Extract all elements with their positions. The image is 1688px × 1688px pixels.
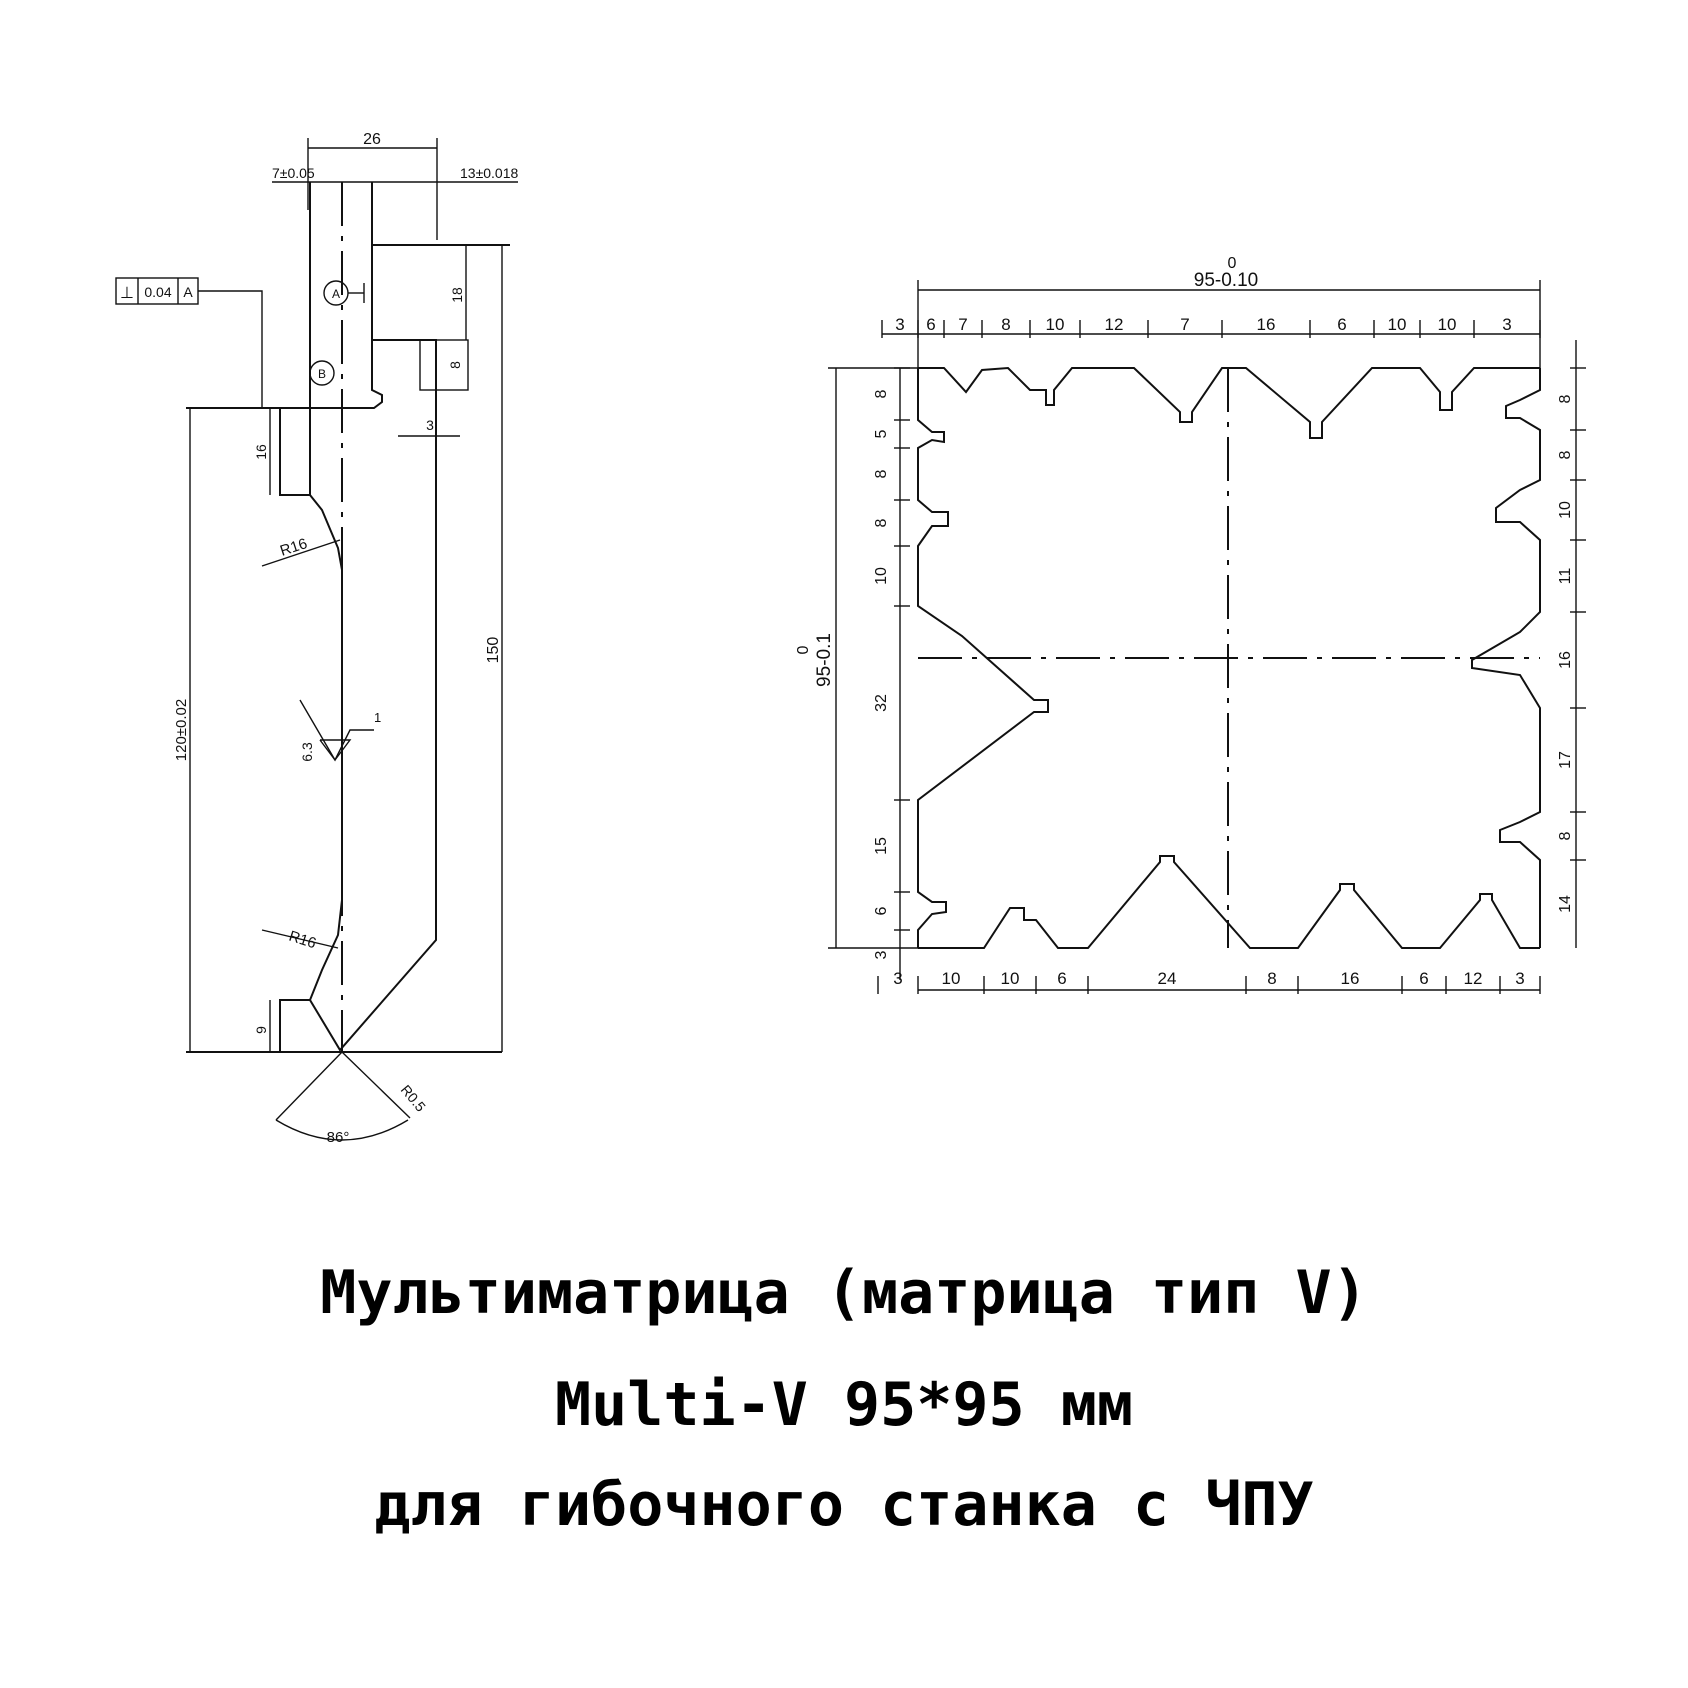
dim-label: 10 bbox=[1438, 315, 1457, 334]
dim-label: 7 bbox=[958, 315, 967, 334]
dim-label: 12 bbox=[1464, 969, 1483, 988]
dim-label: 3 bbox=[1502, 315, 1511, 334]
dim-label: 10 bbox=[1388, 315, 1407, 334]
roughness-symbol bbox=[319, 739, 352, 762]
left-dimensions: 8 5 8 8 10 32 15 6 3 bbox=[873, 367, 910, 959]
dim-label: 8 bbox=[1557, 450, 1574, 459]
dim-8: 8 bbox=[447, 361, 463, 369]
dim-label: 5 bbox=[873, 429, 890, 438]
multi-v-outline bbox=[918, 366, 1540, 439]
dim-label: 8 bbox=[1557, 831, 1574, 840]
dim-label: 7 bbox=[1180, 315, 1189, 334]
bottom-dimensions: 3 10 10 6 24 8 16 6 12 3 bbox=[877, 969, 1541, 994]
angle: 86° bbox=[327, 1129, 350, 1146]
roughness-n: 1 bbox=[374, 710, 381, 725]
tol-left: 7±0.05 bbox=[272, 165, 315, 181]
dim-label: 6 bbox=[1337, 315, 1346, 334]
caption-model: Multi-V 95*95 мм bbox=[555, 1370, 1133, 1440]
dim-label: 8 bbox=[1267, 969, 1276, 988]
dim-label: 3 bbox=[1515, 969, 1524, 988]
top-dimensions: 3 6 7 8 10 12 7 16 6 10 10 3 bbox=[881, 315, 1541, 338]
caption-title: Мультиматрица (матрица тип V) bbox=[320, 1258, 1368, 1328]
overall-left-upper: 0 bbox=[795, 645, 812, 654]
dim-label: 11 bbox=[1557, 568, 1574, 585]
dim-label: 12 bbox=[1105, 315, 1124, 334]
dim-label: 10 bbox=[873, 567, 890, 585]
caption-purpose: для гибочного станка с ЧПУ bbox=[374, 1470, 1314, 1540]
dim-9: 9 bbox=[253, 1026, 269, 1034]
dim-label: 8 bbox=[873, 469, 890, 478]
dim-3: 3 bbox=[426, 417, 434, 433]
overall-top-upper: 0 bbox=[1228, 255, 1237, 272]
dim-label: 6 bbox=[1057, 969, 1066, 988]
dim-label: 10 bbox=[1001, 969, 1020, 988]
dim-label: 8 bbox=[873, 389, 890, 398]
dim-label: 8 bbox=[1557, 394, 1574, 403]
right-dimensions: 8 8 10 11 16 17 8 14 bbox=[1557, 367, 1586, 913]
dim-label: 8 bbox=[1001, 315, 1010, 334]
datum-b-circle bbox=[309, 360, 335, 386]
overall-left: 95-0.1 bbox=[814, 633, 835, 687]
dim-label: 16 bbox=[1257, 315, 1276, 334]
perp-value: 0.04 bbox=[144, 284, 171, 300]
dim-total-height: 150 bbox=[485, 637, 502, 664]
roughness-value: 6.3 bbox=[299, 742, 315, 762]
dim-18: 18 bbox=[449, 287, 465, 303]
dim-label: 16 bbox=[1341, 969, 1360, 988]
dim-label: 10 bbox=[1557, 501, 1574, 519]
dim-label: 15 bbox=[873, 837, 890, 855]
dim-label: 10 bbox=[942, 969, 961, 988]
dim-label: 32 bbox=[873, 694, 890, 712]
tol-right: 13±0.018 bbox=[460, 165, 519, 181]
dim-label: 10 bbox=[1046, 315, 1065, 334]
dim-label: 3 bbox=[873, 950, 890, 959]
dim-label: 8 bbox=[873, 518, 890, 527]
profile-side-view: 26 7±0.05 13±0.018 ⊥ 0.04 A A B 18 bbox=[115, 131, 519, 1146]
dim-label: 6 bbox=[873, 906, 890, 915]
radius-top: R16 bbox=[278, 535, 309, 560]
dim-label: 16 bbox=[1557, 651, 1574, 669]
overall-top: 95-0.10 bbox=[1194, 270, 1258, 291]
dim-label: 6 bbox=[926, 315, 935, 334]
dim-label: 24 bbox=[1158, 969, 1177, 988]
dim-label: 3 bbox=[895, 315, 904, 334]
dim-top-width: 26 bbox=[363, 131, 381, 148]
dim-label: 3 bbox=[893, 969, 902, 988]
profile-outline bbox=[308, 182, 510, 1052]
dim-label: 14 bbox=[1557, 895, 1574, 913]
datum-b: B bbox=[318, 367, 326, 381]
perp-datum: A bbox=[183, 284, 193, 300]
dim-label: 6 bbox=[1419, 969, 1428, 988]
dim-height-tol: 120±0.02 bbox=[173, 699, 190, 761]
radius-bottom: R16 bbox=[287, 928, 318, 953]
dim-label: 17 bbox=[1557, 751, 1574, 769]
datum-a: A bbox=[332, 287, 340, 301]
perp-symbol: ⊥ bbox=[120, 285, 134, 302]
dim-16: 16 bbox=[253, 444, 269, 460]
